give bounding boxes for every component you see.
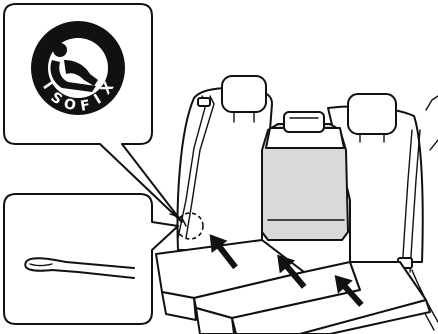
rear-seat-illustration	[156, 76, 438, 334]
isofix-badge: I S O F I X	[31, 21, 125, 115]
anchor-bar-callout	[4, 194, 178, 324]
isofix-symbol-callout: I S O F I X	[4, 4, 182, 222]
door-edge	[426, 96, 438, 110]
center-headrest	[284, 112, 324, 132]
door-edge-lower	[430, 140, 438, 150]
